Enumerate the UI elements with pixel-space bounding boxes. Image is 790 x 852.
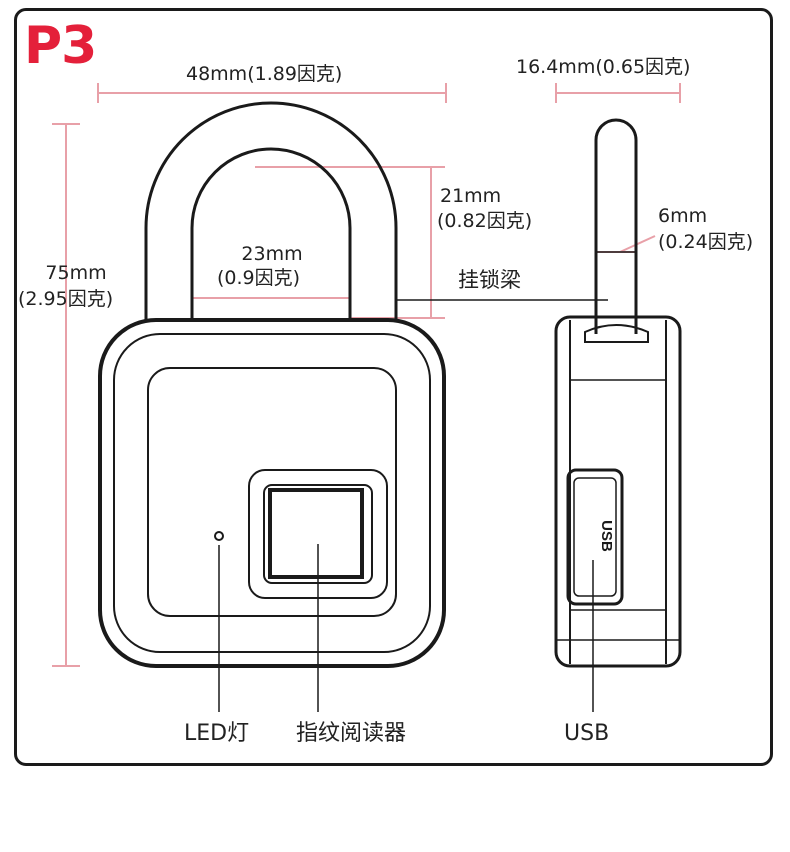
height-mm-label: 75mm	[45, 262, 107, 284]
shackle-outer-outline	[144, 101, 398, 322]
diagram-frame	[14, 8, 773, 766]
leader-lines	[218, 299, 608, 712]
side-width-dimension-label: 16.4mm(0.65因克)	[516, 56, 691, 78]
shackle-height-mm-label: 21mm	[440, 185, 502, 207]
fingerprint-sensor	[268, 488, 364, 579]
lock-face-panel	[147, 367, 397, 617]
shackle-inner-width-mm-label: 23mm	[241, 243, 303, 265]
front-view	[98, 101, 446, 668]
shackle-height-in-label: (0.82因克)	[437, 210, 533, 232]
led-callout-label: LED灯	[184, 721, 250, 746]
usb-port-text: USB	[598, 520, 615, 552]
dimension-lines	[52, 83, 681, 667]
shackle-callout-label: 挂锁梁	[458, 268, 521, 292]
side-shackle	[594, 118, 638, 334]
side-body	[554, 315, 682, 668]
usb-port	[573, 477, 617, 597]
height-in-label: (2.95因克)	[18, 288, 114, 310]
shackle-inner-outline	[190, 147, 352, 322]
shackle-thickness-in-label: (0.24因克)	[658, 231, 754, 253]
usb-port-housing	[566, 468, 624, 606]
shackle-thickness-mm-label: 6mm	[658, 205, 708, 227]
lock-body	[98, 318, 446, 668]
lock-body-bevel	[113, 333, 431, 653]
usb-callout-label: USB	[564, 721, 610, 746]
shackle-inner-width-in-label: (0.9因克)	[217, 267, 301, 289]
led-indicator	[214, 531, 224, 541]
width-dimension-label: 48mm(1.89因克)	[186, 63, 343, 85]
model-label: P3	[24, 16, 97, 76]
side-view	[554, 118, 682, 668]
fingerprint-reader-callout-label: 指纹阅读器	[296, 721, 407, 746]
